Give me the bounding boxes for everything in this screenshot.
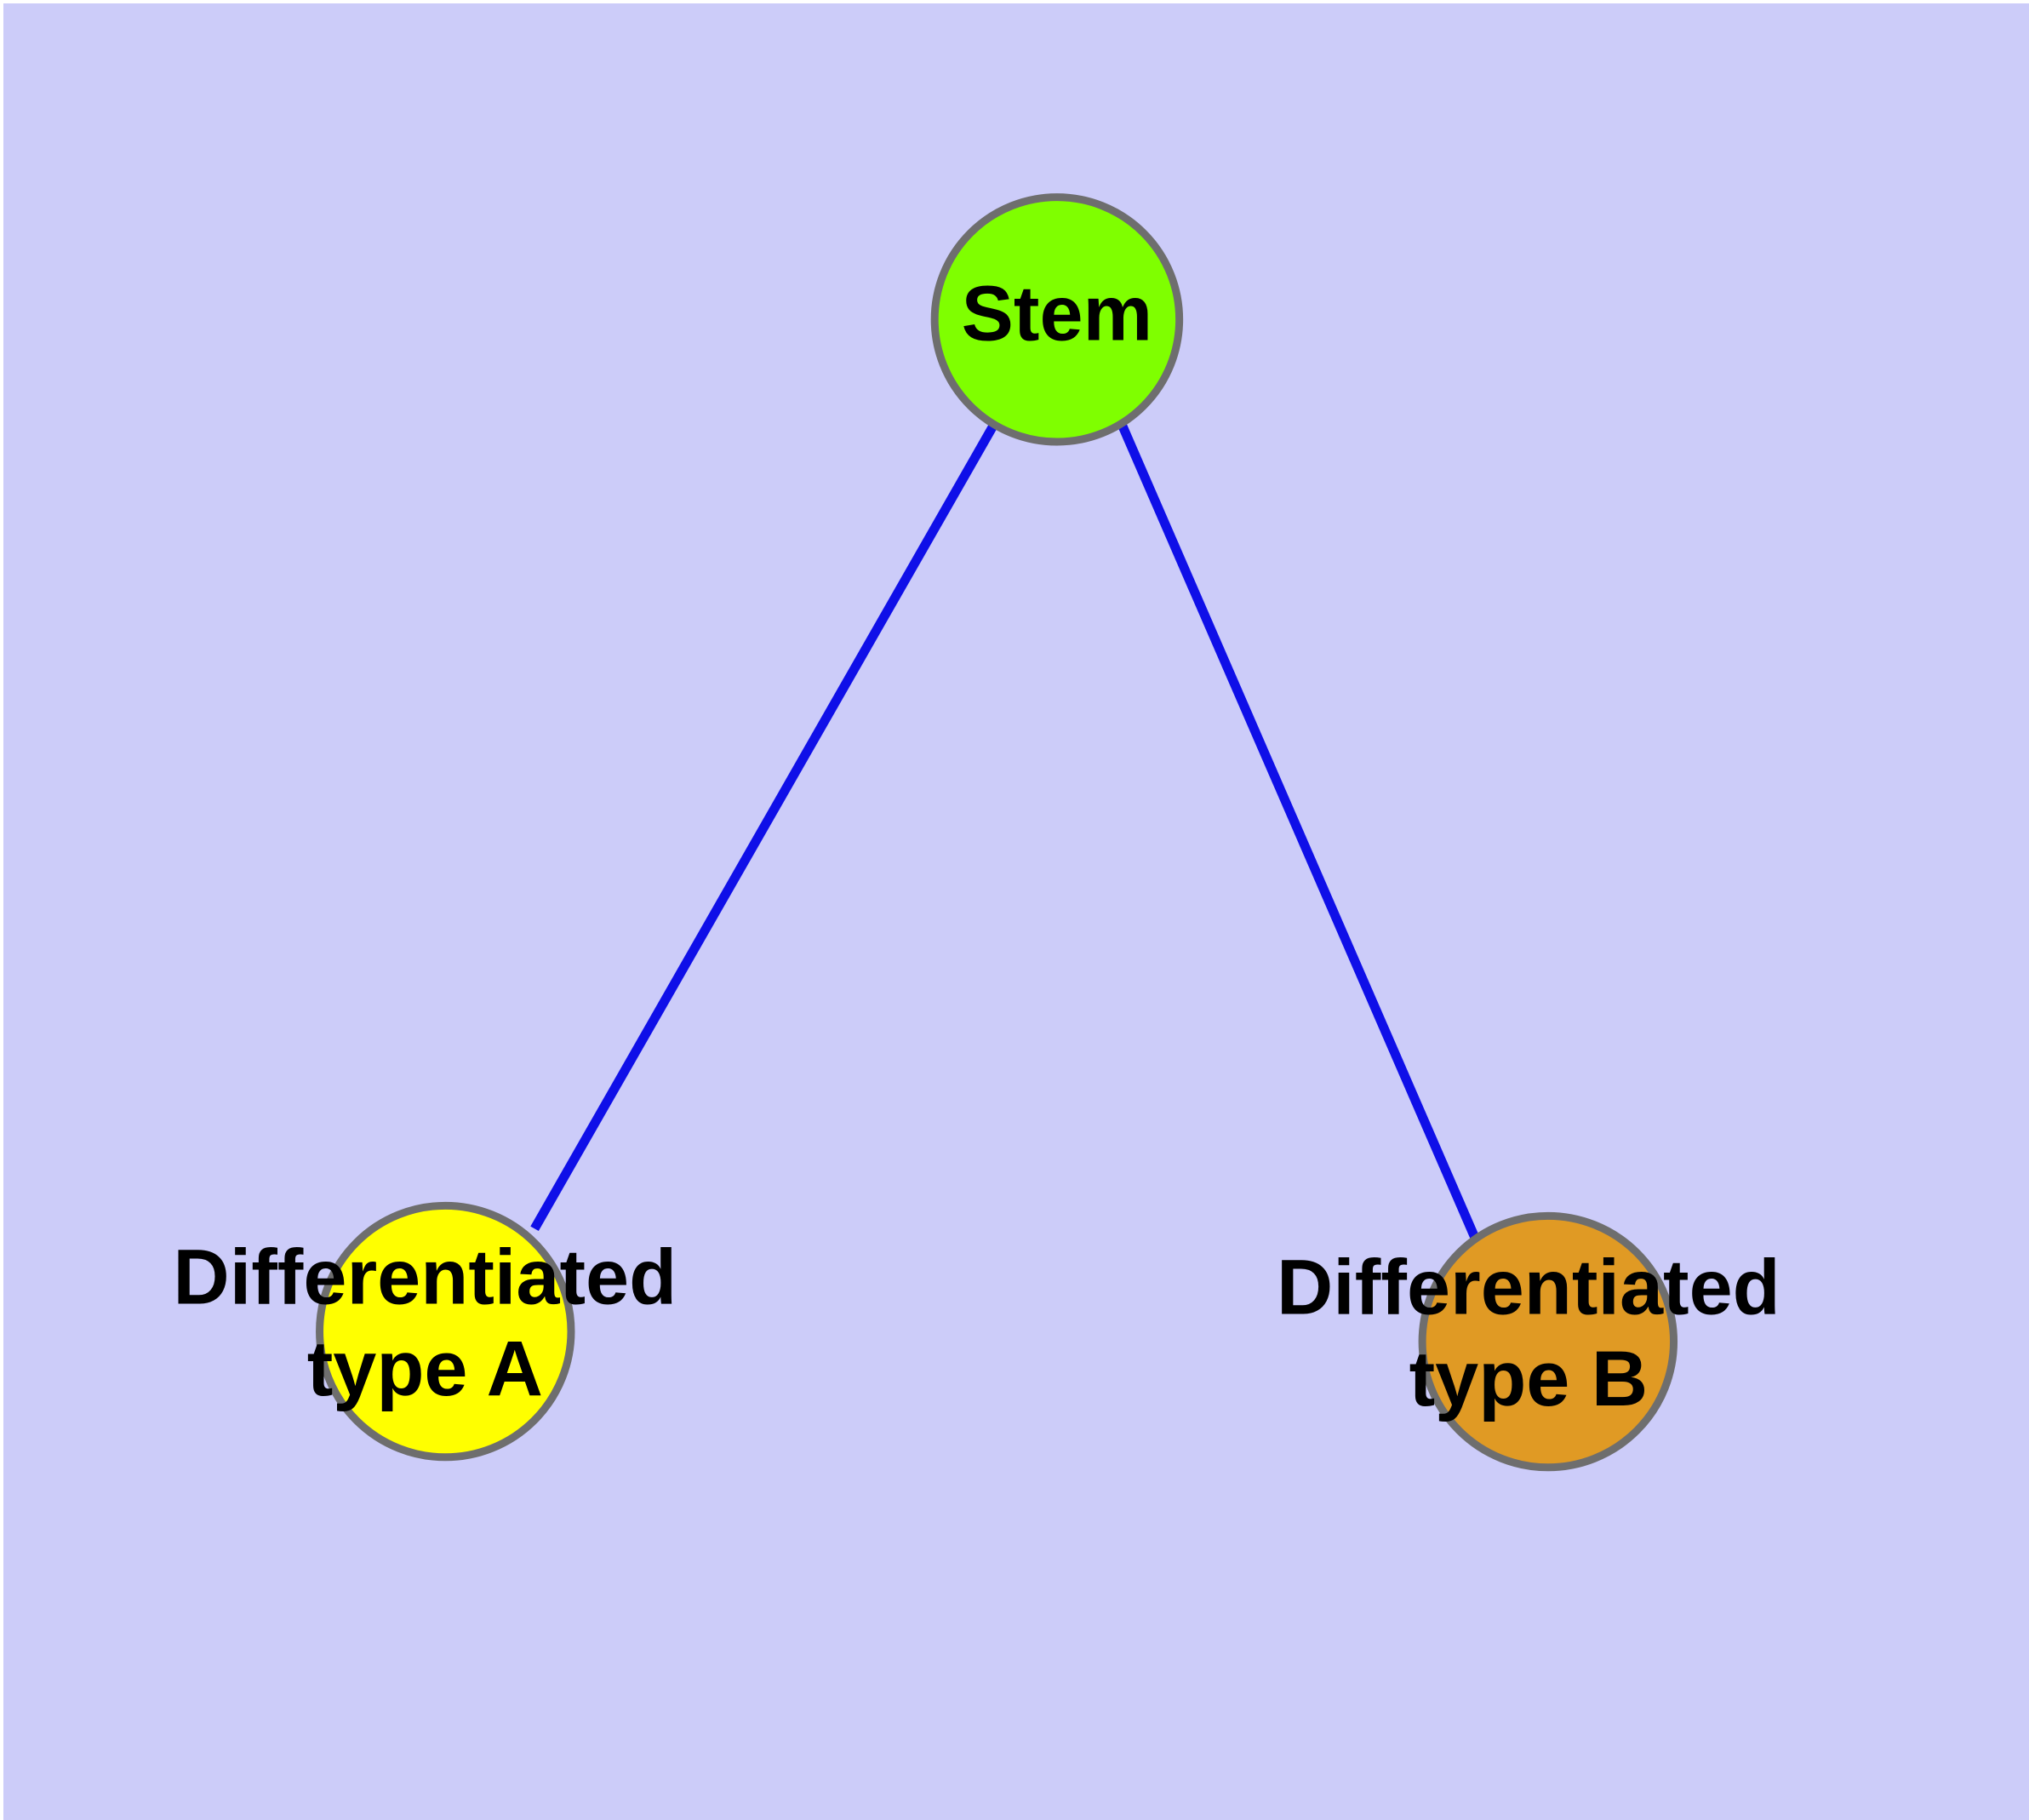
node-differentiated-type-b[interactable]	[1418, 1211, 1678, 1472]
edge-stem-to-differentiated-type-b[interactable]	[1117, 423, 1481, 1242]
edge-layer	[530, 423, 1481, 1242]
node-stem[interactable]	[930, 193, 1184, 446]
node-differentiated-type-a[interactable]	[316, 1201, 575, 1462]
node-layer	[316, 193, 1678, 1472]
node-label-stem: Stem	[962, 271, 1153, 358]
edge-stem-to-differentiated-type-a[interactable]	[530, 423, 997, 1232]
